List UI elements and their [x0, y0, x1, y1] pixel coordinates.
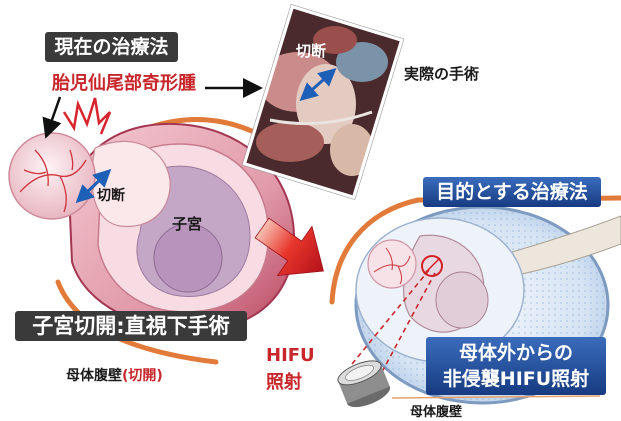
- tumor-mass-left: [9, 133, 95, 219]
- open-surgery-text: 子宮切開:直視下手術: [32, 314, 229, 338]
- fetus-head-left: [154, 224, 222, 292]
- noninvasive-hifu-line1: 母体外からの: [459, 341, 573, 364]
- open-surgery-label: 子宮切開:直視下手術: [15, 311, 247, 341]
- tumor-label: 胎児仙尾部奇形腫: [52, 72, 196, 94]
- photo-tissue: [256, 122, 324, 162]
- incision-note: (切開): [122, 368, 163, 384]
- abdominal-wall-bottom-right: [392, 396, 600, 398]
- current-treatment-label: 現在の治療法: [45, 32, 178, 62]
- target-treatment-text: 目的とする治療法: [436, 180, 587, 203]
- cut-label-left: 切断: [97, 187, 125, 204]
- noninvasive-hifu-line2: 非侵襲HIFU照射: [443, 367, 589, 390]
- noninvasive-hifu-label: 母体外からの 非侵襲HIFU照射: [426, 337, 606, 395]
- uterus-label: 子宮: [172, 215, 202, 233]
- abdominal-wall-label-left: 母体腹壁(切開): [66, 367, 163, 384]
- target-treatment-label: 目的とする治療法: [423, 177, 601, 207]
- hifu-label-line1: HIFU: [266, 345, 315, 366]
- abdominal-wall-text: 母体腹壁: [66, 367, 122, 384]
- current-treatment-text: 現在の治療法: [54, 35, 168, 58]
- actual-surgery-label: 実際の手術: [404, 65, 479, 83]
- fetus-limb-left: [92, 141, 170, 226]
- abdominal-wall-label-right: 母体腹壁: [410, 404, 462, 420]
- arrow-to-tumor: [47, 97, 60, 134]
- fetus-head-right: [436, 272, 488, 328]
- cut-label-photo: 切断: [296, 42, 326, 60]
- hifu-label-line2: 照射: [266, 371, 302, 393]
- rupture-mark: [64, 98, 110, 134]
